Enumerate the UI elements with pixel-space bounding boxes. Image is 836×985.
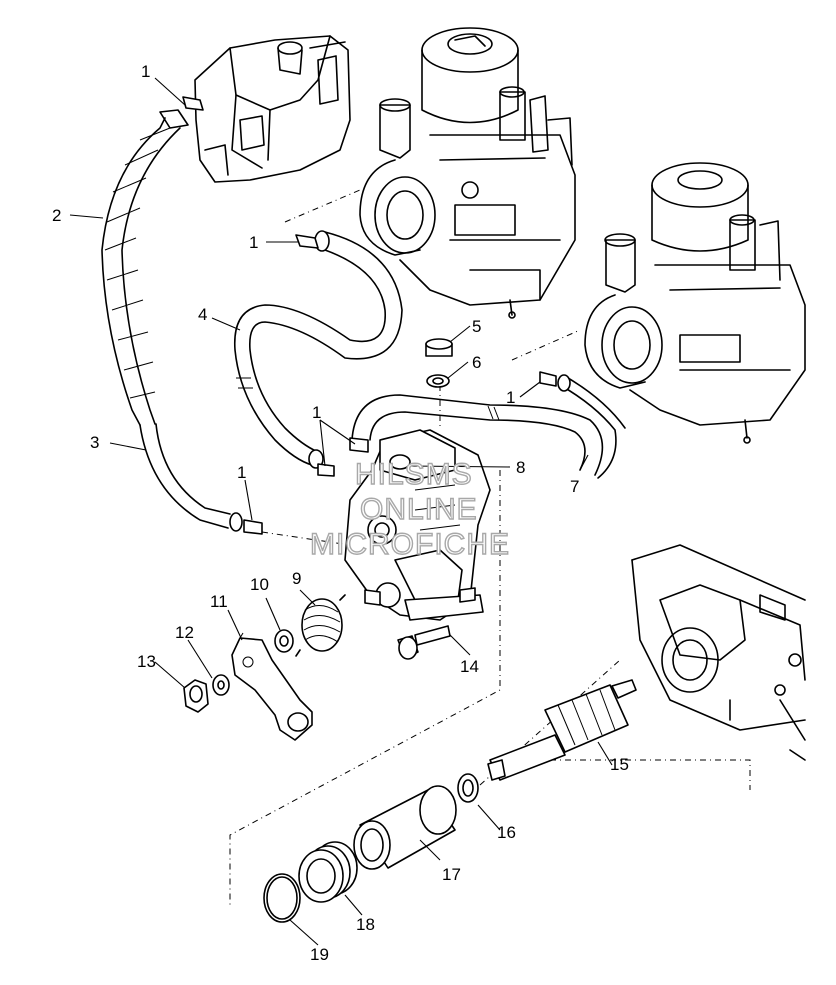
callout-1: 1 xyxy=(141,62,150,81)
callout-1: 1 xyxy=(506,388,515,407)
sealing-washer xyxy=(426,374,450,388)
o-ring-large xyxy=(263,873,301,923)
flat-washer xyxy=(274,629,294,653)
callout-4: 4 xyxy=(198,305,207,324)
watermark: HILSMS ONLINE MICROFICHE xyxy=(309,457,510,561)
oil-pump-body xyxy=(344,429,491,621)
return-spring xyxy=(295,594,346,657)
callout-1: 1 xyxy=(312,403,321,422)
o-ring-small xyxy=(457,773,479,803)
callout-10: 10 xyxy=(250,575,269,594)
callout-2: 2 xyxy=(52,206,61,225)
watermark-line-2: ONLINE xyxy=(360,493,478,526)
callout-leaders xyxy=(69,77,613,946)
carburetor-upper xyxy=(359,27,576,319)
hose-spiral-wrap xyxy=(101,109,189,426)
callout-6: 6 xyxy=(472,353,481,372)
pump-drive-gear xyxy=(487,679,637,781)
callout-14: 14 xyxy=(460,657,479,676)
hose-upper-middle xyxy=(233,230,403,469)
callout-13: 13 xyxy=(137,652,156,671)
callout-8: 8 xyxy=(516,458,525,477)
seal-ring-set xyxy=(298,841,358,903)
crankcase-top-left xyxy=(194,35,351,183)
callout-16: 16 xyxy=(497,823,516,842)
callout-17: 17 xyxy=(442,865,461,884)
control-lever xyxy=(231,632,313,741)
crankcase-bottom-right xyxy=(631,544,806,761)
carburetor-lower xyxy=(584,162,806,444)
hose-clamps xyxy=(182,96,557,535)
watermark-line-1: HILSMS xyxy=(355,458,473,491)
drive-housing-sleeve xyxy=(353,785,457,870)
callout-3: 3 xyxy=(90,433,99,452)
callout-18: 18 xyxy=(356,915,375,934)
callout-1: 1 xyxy=(237,463,246,482)
callout-12: 12 xyxy=(175,623,194,642)
hex-nut xyxy=(183,679,209,713)
callout-15: 15 xyxy=(610,755,629,774)
callout-7: 7 xyxy=(570,477,579,496)
callout-11: 11 xyxy=(210,592,228,611)
callout-19: 19 xyxy=(310,945,329,964)
banjo-bolt xyxy=(425,338,453,357)
callout-5: 5 xyxy=(472,317,481,336)
hose-lower-left xyxy=(139,423,243,532)
flange-bolt xyxy=(397,625,451,660)
lock-washer xyxy=(212,674,230,696)
callout-9: 9 xyxy=(292,569,301,588)
callout-1: 1 xyxy=(249,233,258,252)
watermark-line-3: MICROFICHE xyxy=(310,528,510,561)
callout-labels: 1 2 1 4 5 6 1 3 1 8 7 1 10 9 11 12 13 14… xyxy=(52,62,629,964)
hose-right xyxy=(351,374,626,479)
